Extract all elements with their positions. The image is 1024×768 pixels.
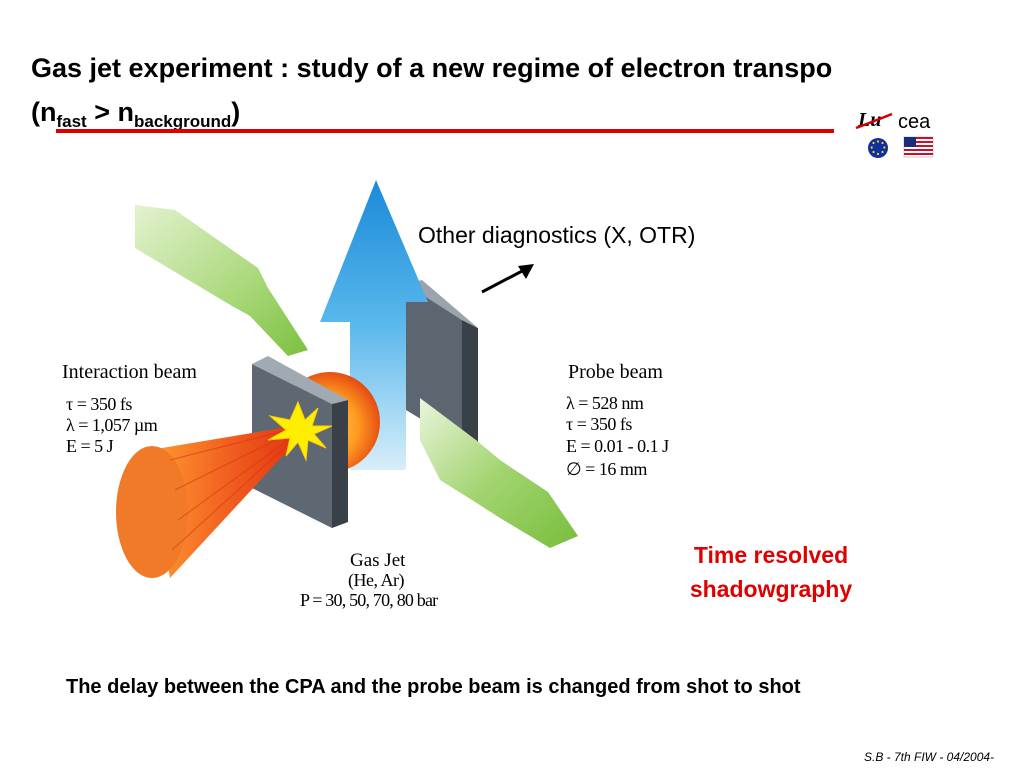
probe-beam-label: Probe beam (568, 361, 663, 383)
title-mid: > n (86, 97, 134, 127)
title-close: ) (231, 97, 241, 127)
delay-note: The delay between the CPA and the probe … (66, 676, 801, 698)
luli-logo: Lu (855, 109, 893, 131)
title-n-open: (n (31, 97, 57, 127)
title-sub-background: background (133, 112, 232, 131)
cea-logo-text: cea (898, 111, 931, 133)
shadowgraphy-line1: Time resolved (693, 542, 849, 568)
interaction-beam-tau: τ = 350 fs (66, 394, 132, 414)
eu-flag-icon (868, 138, 888, 158)
interaction-beam-energy: E = 5 J (66, 436, 114, 456)
diagnostics-pointer-arrow (481, 264, 534, 294)
shadowgraphy-label: Time resolved shadowgraphy (666, 538, 876, 606)
interaction-beam-lambda: λ = 1,057 µm (66, 415, 158, 435)
probe-beam-diameter: ∅ = 16 mm (566, 459, 647, 479)
institution-logos: Lu cea (855, 109, 934, 158)
shadowgraphy-line2: shadowgraphy (689, 576, 853, 602)
probe-beam-energy: E = 0.01 - 0.1 J (566, 436, 669, 456)
diagnostics-arrow (320, 180, 428, 470)
probe-beam-outgoing (420, 398, 578, 548)
interaction-beam-cone (116, 425, 305, 578)
probe-beam-tau: τ = 350 fs (566, 414, 632, 434)
slide-title-line1: Gas jet experiment : study of a new regi… (31, 53, 833, 83)
us-flag-icon (903, 136, 934, 158)
probe-beam-incoming (135, 205, 308, 356)
other-diagnostics-label: Other diagnostics (X, OTR) (418, 222, 696, 248)
title-sub-fast: fast (56, 112, 87, 131)
focus-starburst-icon (267, 400, 333, 462)
slide-footer: S.B - 7th FIW - 04/2004- (864, 750, 995, 764)
gas-jet-label: Gas Jet (350, 550, 406, 571)
interaction-beam-label: Interaction beam (62, 361, 197, 383)
cea-logo: cea (898, 111, 931, 133)
probe-beam-lambda: λ = 528 nm (566, 393, 644, 413)
title-underline (56, 129, 834, 133)
gas-jet-pressure: P = 30, 50, 70, 80 bar (300, 590, 438, 610)
gas-jet-gases: (He, Ar) (348, 570, 404, 590)
slide-title-line2: (nfast > nbackground) (31, 96, 240, 132)
